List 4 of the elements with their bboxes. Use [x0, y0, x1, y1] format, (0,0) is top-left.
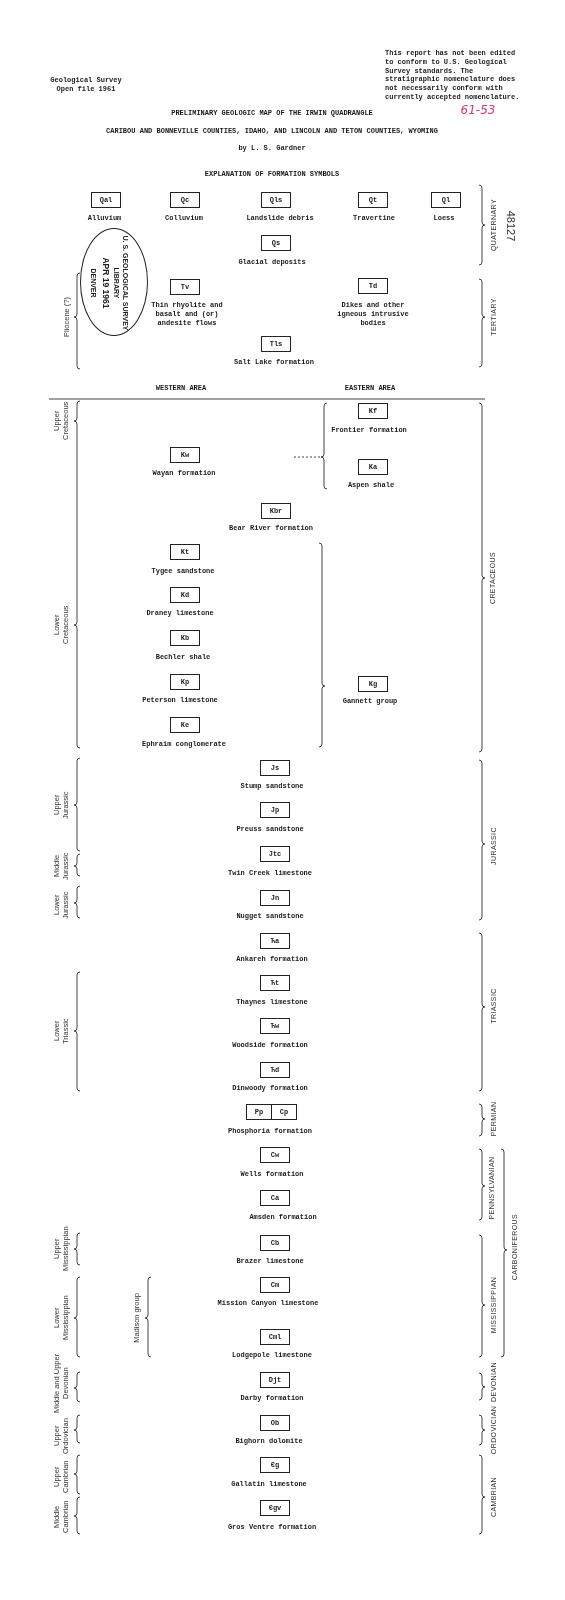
- map-unit-box: [246, 1104, 297, 1120]
- handwritten-number: 61-53: [460, 102, 496, 118]
- stamp-text: APR 19 1961: [101, 257, 111, 309]
- file-number: 48127: [504, 210, 518, 242]
